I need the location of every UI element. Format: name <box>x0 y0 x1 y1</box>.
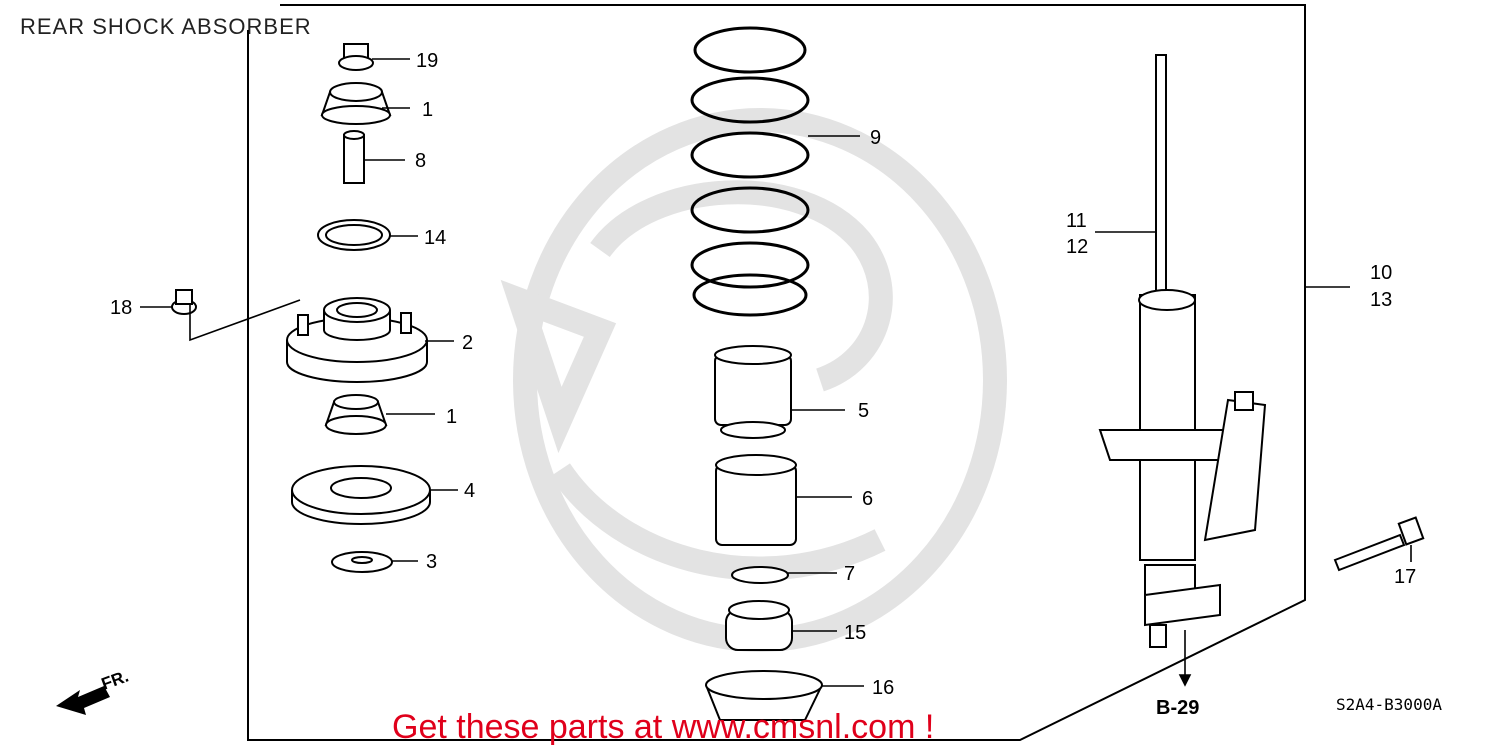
callout-label: 1 <box>422 99 433 121</box>
callout-label: 1 <box>446 406 457 428</box>
flange-bolt-part <box>1333 516 1425 572</box>
rubber-bushing-part <box>320 82 392 125</box>
callout-label: 3 <box>426 551 437 573</box>
callout-label: 16 <box>872 677 894 699</box>
callout-label: 11 <box>1066 210 1087 232</box>
leader-lines <box>140 58 1412 687</box>
promo-text[interactable]: Get these parts at www.cmsnl.com ! <box>392 708 934 746</box>
self-lock-nut-part <box>171 289 197 315</box>
rubber-bushing-lower-part <box>324 394 388 435</box>
callout-label: 13 <box>1370 289 1392 311</box>
callout-label: 7 <box>844 563 855 585</box>
diagram-title: REAR SHOCK ABSORBER <box>20 14 312 39</box>
seal-ring-part <box>317 219 391 251</box>
coil-spring-part <box>690 26 810 317</box>
dust-cover-part <box>714 345 792 439</box>
reference-label: B-29 <box>1156 697 1199 719</box>
callout-label: 6 <box>862 488 873 510</box>
flange-nut-part <box>338 43 374 71</box>
callout-label: 12 <box>1066 236 1088 258</box>
callout-label: 15 <box>844 622 866 644</box>
frame-outline <box>247 4 1306 741</box>
mount-plate-part <box>291 465 431 525</box>
front-arrow-icon: FR. <box>56 667 131 715</box>
callout-label: 17 <box>1394 566 1416 588</box>
callout-label: 14 <box>424 227 446 249</box>
callout-label: 19 <box>416 50 438 72</box>
diagram-code: S2A4-B3000A <box>1336 695 1442 714</box>
bump-stop-cover-part <box>715 454 797 546</box>
callout-label: 2 <box>462 332 473 354</box>
callout-label: 4 <box>464 480 475 502</box>
shock-absorber-unit-part <box>1098 54 1267 648</box>
callout-label: 18 <box>110 297 132 319</box>
bump-rubber-part <box>725 600 793 651</box>
washer-part <box>331 551 393 573</box>
callout-label: 8 <box>415 150 426 172</box>
front-label: FR. <box>99 667 131 694</box>
callout-label: 10 <box>1370 262 1392 284</box>
collar-part <box>343 130 365 184</box>
mount-base-part <box>286 297 428 383</box>
spring-seat-part <box>705 670 823 721</box>
stop-washer-part <box>731 566 789 584</box>
callout-label: 5 <box>858 400 869 422</box>
callout-label: 9 <box>870 127 881 149</box>
